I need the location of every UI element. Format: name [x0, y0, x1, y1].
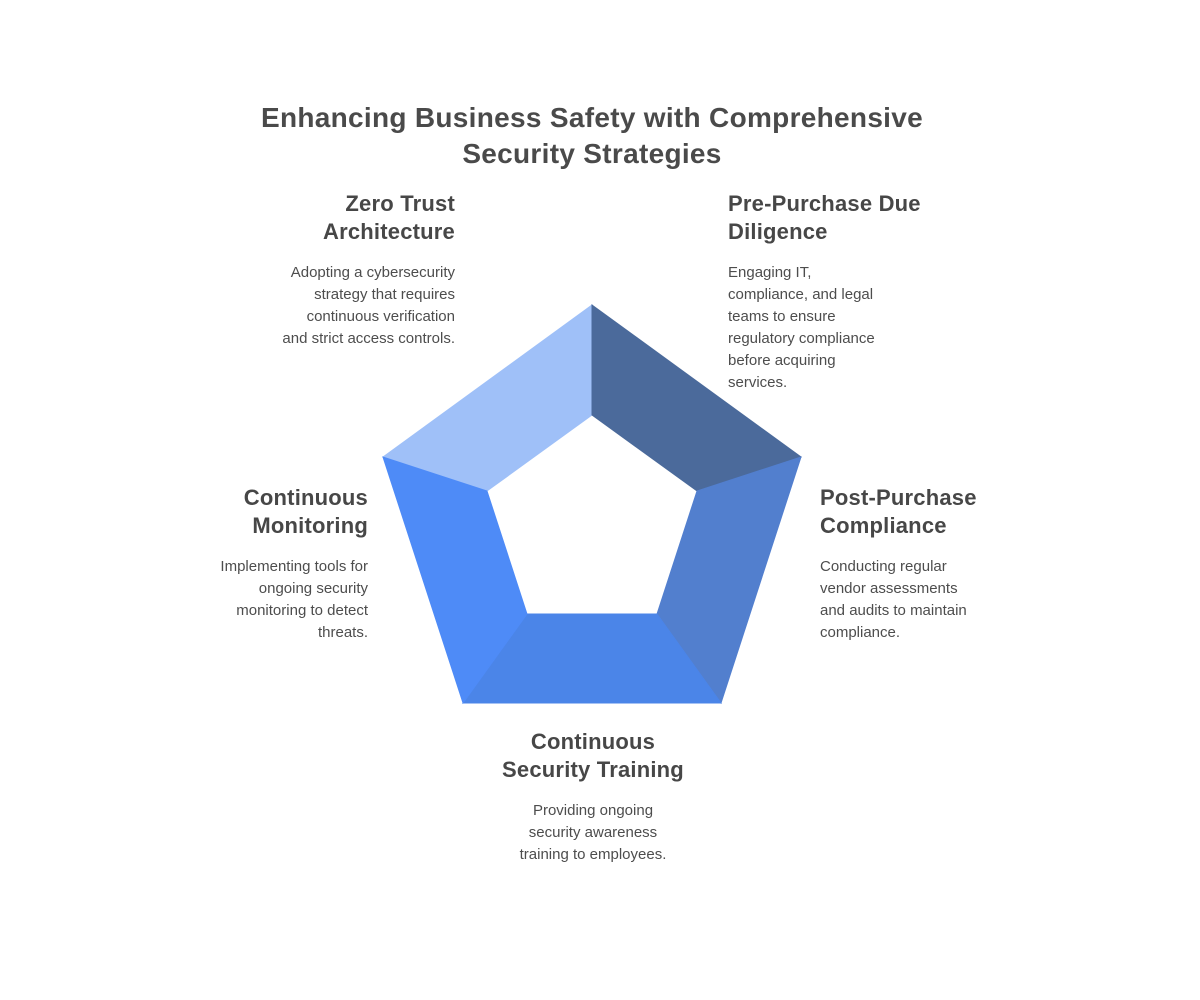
section-body-continuous-monitoring: Implementing tools for ongoing security …: [220, 558, 368, 641]
section-body-continuous-security-training: Providing ongoing security awareness tra…: [519, 802, 667, 863]
pentagon-segment-continuous-monitoring: [382, 456, 528, 705]
section-continuous-monitoring: Continuous Monitoring Implementing tools…: [118, 484, 368, 644]
section-heading-pre-purchase-due-diligence: Pre-Purchase Due Diligence: [728, 191, 921, 244]
section-pre-purchase-due-diligence: Pre-Purchase Due Diligence Engaging IT, …: [728, 190, 948, 394]
section-heading-zero-trust-architecture: Zero Trust Architecture: [323, 191, 455, 244]
page-title: Enhancing Business Safety with Comprehen…: [260, 102, 924, 169]
section-body-pre-purchase-due-diligence: Engaging IT, compliance, and legal teams…: [728, 264, 875, 391]
section-post-purchase-compliance: Post-Purchase Compliance Conducting regu…: [820, 484, 1050, 644]
section-heading-post-purchase-compliance: Post-Purchase Compliance: [820, 485, 977, 538]
section-heading-continuous-security-training: Continuous Security Training: [502, 729, 684, 782]
section-body-post-purchase-compliance: Conducting regular vendor assessments an…: [820, 558, 967, 641]
section-heading-continuous-monitoring: Continuous Monitoring: [243, 485, 368, 538]
section-zero-trust-architecture: Zero Trust Architecture Adopting a cyber…: [175, 190, 455, 350]
section-body-zero-trust-architecture: Adopting a cybersecurity strategy that r…: [282, 264, 455, 347]
section-continuous-security-training: Continuous Security Training Providing o…: [433, 728, 753, 866]
